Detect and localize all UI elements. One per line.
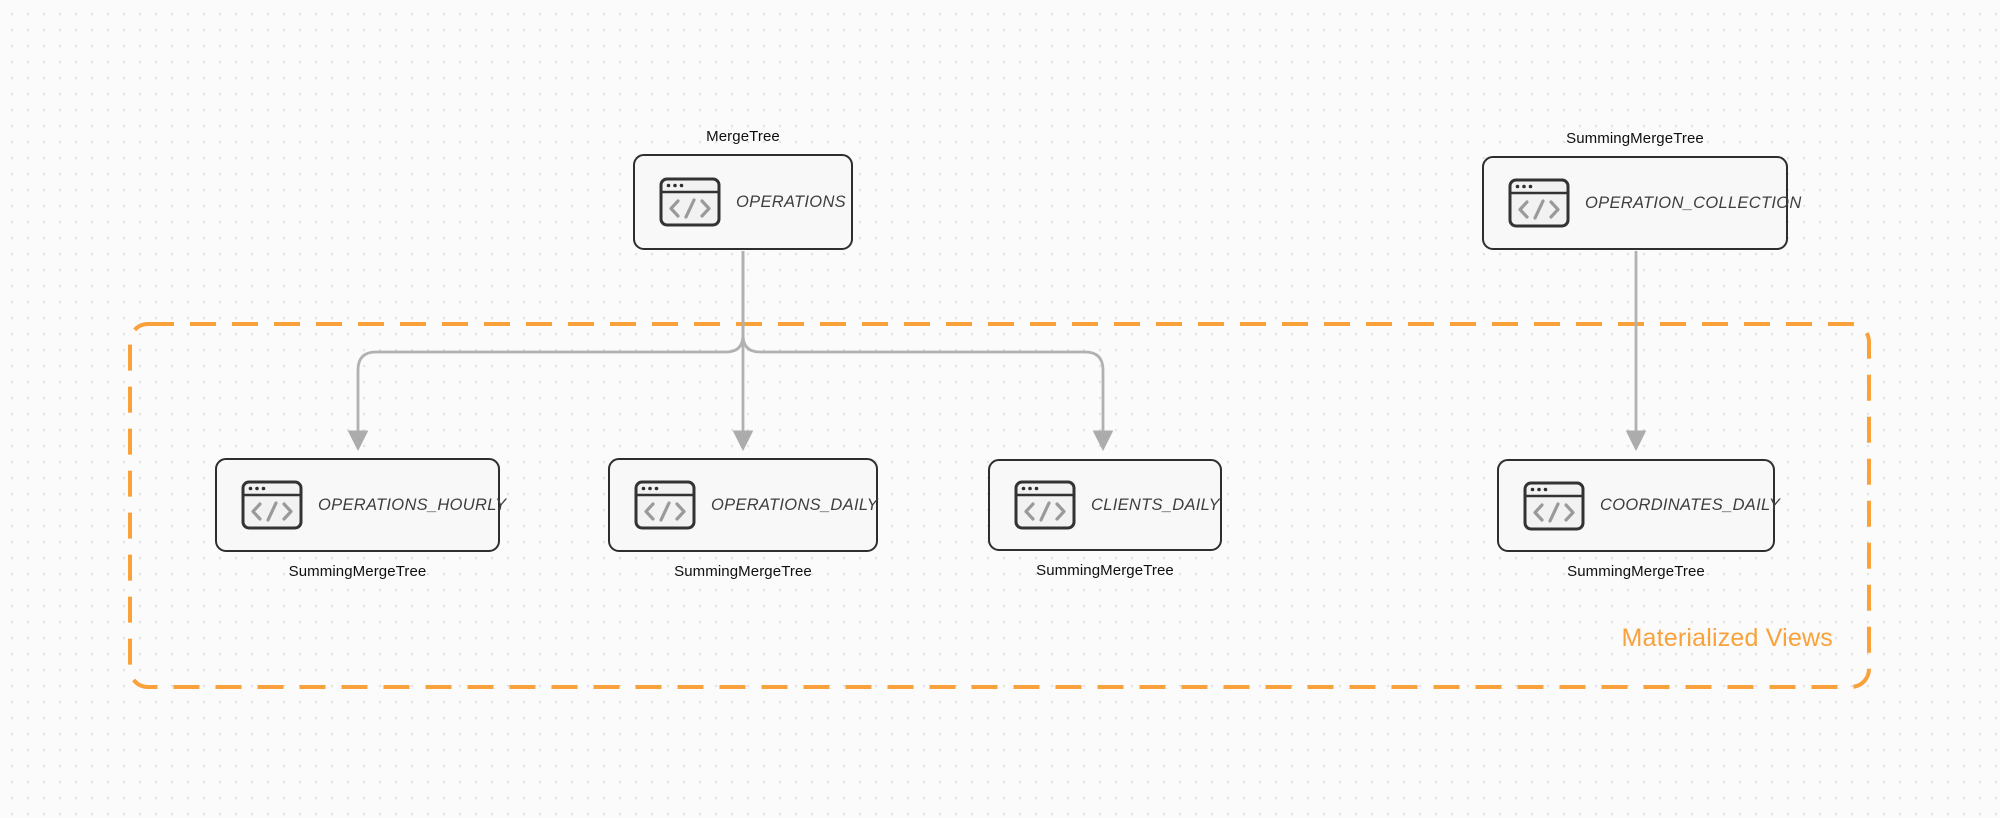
node-operations[interactable]: MergeTree OPERATIONS bbox=[633, 128, 853, 250]
node-coordinates-daily[interactable]: SummingMergeTree COORDINATES_DAILY bbox=[1497, 459, 1780, 580]
materialized-views-group-frame bbox=[128, 322, 1871, 689]
node-operation-collection[interactable]: SummingMergeTree OPERATION_COLLECTION bbox=[1482, 130, 1801, 250]
code-window-icon bbox=[241, 480, 303, 530]
materialized-views-label: Materialized Views bbox=[1621, 624, 1833, 652]
code-window-icon bbox=[1523, 481, 1585, 531]
engine-label: SummingMergeTree bbox=[1567, 563, 1705, 580]
arrowhead-clients-daily bbox=[1093, 430, 1113, 451]
engine-label: MergeTree bbox=[706, 128, 780, 145]
arrowhead-coordinates-daily bbox=[1626, 430, 1646, 451]
edge-operations-to-clients-daily bbox=[741, 251, 1105, 431]
node-operations-daily[interactable]: SummingMergeTree OPERATIONS_DAILY bbox=[608, 458, 879, 580]
code-window-icon bbox=[634, 480, 696, 530]
code-window-icon bbox=[1014, 480, 1076, 530]
arrowhead-operations-hourly bbox=[348, 430, 368, 451]
node-title: OPERATIONS bbox=[736, 192, 846, 211]
node-title: COORDINATES_DAILY bbox=[1600, 496, 1781, 514]
code-window-icon bbox=[1508, 178, 1570, 228]
node-title: OPERATIONS_HOURLY bbox=[318, 495, 507, 514]
node-clients-daily[interactable]: SummingMergeTree CLIENTS_DAILY bbox=[988, 459, 1222, 579]
arrowhead-operations-daily bbox=[733, 430, 753, 451]
node-title: OPERATIONS_DAILY bbox=[711, 495, 879, 514]
engine-label: SummingMergeTree bbox=[674, 563, 812, 580]
node-title: CLIENTS_DAILY bbox=[1091, 495, 1220, 514]
edge-operations-to-operations-hourly bbox=[356, 251, 745, 431]
engine-label: SummingMergeTree bbox=[1036, 562, 1174, 579]
node-operations-hourly[interactable]: SummingMergeTree OPERATIONS_HOURLY bbox=[215, 458, 506, 580]
engine-label: SummingMergeTree bbox=[1566, 130, 1704, 147]
node-title: OPERATION_COLLECTION bbox=[1585, 193, 1802, 212]
code-window-icon bbox=[659, 177, 721, 227]
engine-label: SummingMergeTree bbox=[288, 563, 427, 580]
